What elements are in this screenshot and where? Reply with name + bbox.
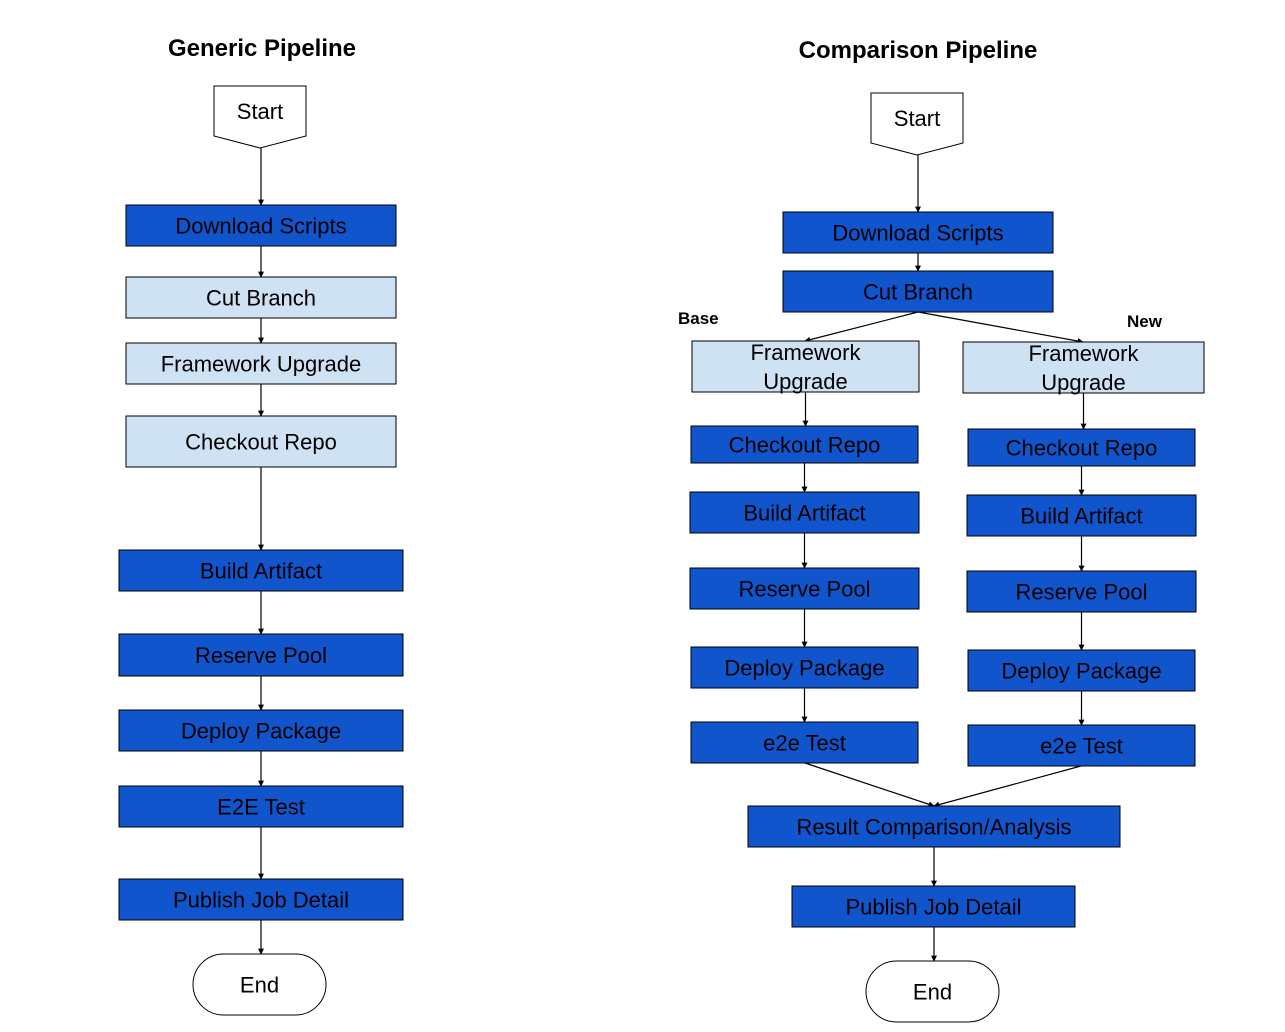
generic-step-e2e-test [118,785,404,828]
base-step-e2e-test [690,721,919,764]
generic-step-build-artifact-label: Build Artifact [200,559,322,584]
merge-step-publish-job-detail [791,885,1076,928]
base-step-build-artifact [689,491,920,534]
generic-pipeline-title: Generic Pipeline [168,35,356,62]
base-step-framework-upgrade [691,340,920,393]
merge-step-result-comparison-analysis-label: Result Comparison/Analysis [796,815,1071,840]
new-step-build-artifact-label: Build Artifact [1020,504,1142,529]
generic-step-download-scripts-label: Download Scripts [175,214,346,239]
generic-step-deploy-package [118,709,404,752]
comparison-shared-download-scripts [782,211,1054,254]
base-step-e2e-test-label: e2e Test [763,731,846,756]
generic-step-cut-branch [125,276,397,319]
new-step-framework-upgrade [962,341,1205,394]
base-step-deploy-package-label: Deploy Package [724,656,884,681]
base-step-reserve-pool [689,567,920,610]
generic-step-e2e-test-label: E2E Test [217,795,305,820]
merge-step-publish-job-detail-label: Publish Job Detail [845,895,1021,920]
generic-start-node [213,85,307,149]
comparison-edge-base-merge [804,762,935,808]
generic-step-reserve-pool [118,633,404,677]
base-step-checkout-repo-label: Checkout Repo [729,433,881,458]
comparison-shared-cut-branch [782,270,1054,313]
flow-edges [258,148,1087,962]
generic-end-node [192,953,327,1016]
generic-step-framework-upgrade-label: Framework Upgrade [161,352,362,377]
new-step-e2e-test-label: e2e Test [1040,734,1123,759]
base-step-deploy-package [690,646,919,689]
generic-end-node-label: End [240,973,279,998]
generic-step-deploy-package-label: Deploy Package [181,719,341,744]
comparison-edge-new-merge [933,765,1082,808]
generic-step-checkout-repo [125,415,397,468]
generic-step-publish-job-detail [118,878,404,921]
comparison-shared-cut-branch-label: Cut Branch [863,280,973,305]
base-step-checkout-repo [690,425,919,464]
comparison-start-node [870,92,964,156]
comparison-pipeline-title: Comparison Pipeline [799,37,1038,64]
comparison-shared-download-scripts-label: Download Scripts [832,221,1003,246]
base-step-build-artifact-label: Build Artifact [743,501,865,526]
new-step-reserve-pool-label: Reserve Pool [1015,580,1147,605]
comparison-edge-to-new [917,311,1084,344]
new-step-checkout-repo-label: Checkout Repo [1006,436,1158,461]
generic-step-framework-upgrade [125,342,397,385]
new-branch-label: New [1127,312,1163,331]
generic-step-cut-branch-label: Cut Branch [206,286,316,311]
generic-start-node-label: Start [237,99,283,124]
new-step-checkout-repo [967,428,1196,467]
comparison-start-node-label: Start [894,106,940,131]
generic-step-checkout-repo-label: Checkout Repo [185,430,337,455]
comparison-end-node-label: End [913,980,952,1005]
new-step-reserve-pool [966,570,1197,613]
base-branch-label: Base [678,309,719,328]
comparison-end-node [865,960,1000,1023]
new-step-build-artifact [966,494,1197,537]
generic-step-reserve-pool-label: Reserve Pool [195,643,327,668]
new-step-deploy-package-label: Deploy Package [1001,659,1161,684]
base-step-reserve-pool-label: Reserve Pool [738,577,870,602]
generic-step-download-scripts [125,204,397,247]
comparison-edge-to-base [804,311,919,343]
new-step-e2e-test [967,724,1196,767]
merge-step-result-comparison-analysis [747,805,1121,848]
generic-step-build-artifact [118,549,404,592]
generic-step-publish-job-detail-label: Publish Job Detail [173,888,349,913]
new-step-deploy-package [967,649,1196,692]
